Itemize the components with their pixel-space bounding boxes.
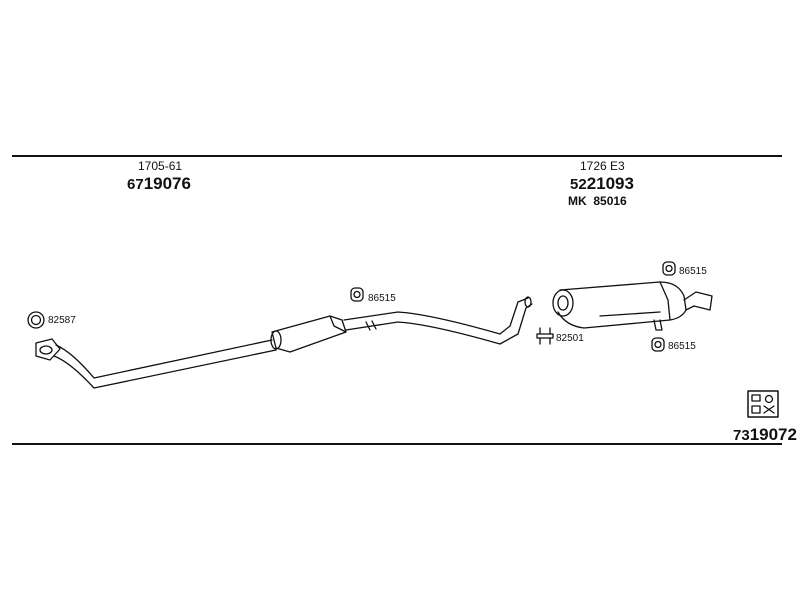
- rear-part-number-main: 21093: [586, 174, 634, 193]
- front-flange: [35, 338, 61, 361]
- rear-bottom-clamp-icon: [651, 337, 665, 352]
- rear-part-number-prefix: 52: [570, 176, 587, 193]
- front-part-number-prefix: 67: [127, 176, 144, 193]
- set-number: 7319072: [733, 426, 797, 443]
- rear-top-clamp-part-label: 86515: [679, 266, 707, 277]
- kit-box-icon: [747, 390, 779, 418]
- mk-value: 85016: [593, 194, 627, 208]
- bottom-divider: [12, 443, 782, 445]
- rear-muffler: [552, 281, 687, 331]
- center-clamp-part-label: 86515: [368, 293, 396, 304]
- top-divider: [12, 155, 782, 157]
- front-section-label: 1705-61: [138, 159, 183, 173]
- intermediate-pipe: [343, 296, 533, 345]
- rear-top-clamp-icon: [662, 261, 676, 276]
- rear-section-label: 1726 E3: [580, 159, 625, 173]
- mk-label: MK: [568, 194, 587, 208]
- tail-pipe: [683, 291, 713, 311]
- mk-kit: MK 85016: [568, 195, 627, 207]
- rear-part-number: 5221093: [570, 175, 634, 192]
- front-part-number: 6719076: [127, 175, 191, 192]
- set-number-prefix: 73: [733, 427, 750, 444]
- hanger-part-label: 82501: [556, 333, 584, 344]
- gasket-ring-icon: [27, 311, 45, 329]
- hanger-bracket-icon: [536, 327, 554, 345]
- rear-bottom-clamp-part-label: 86515: [668, 341, 696, 352]
- center-clamp-icon: [350, 287, 364, 302]
- front-pipe: [53, 339, 277, 389]
- front-part-number-main: 19076: [143, 174, 191, 193]
- center-muffler: [270, 315, 347, 353]
- gasket-part-label: 82587: [48, 315, 76, 326]
- set-number-main: 19072: [749, 425, 797, 444]
